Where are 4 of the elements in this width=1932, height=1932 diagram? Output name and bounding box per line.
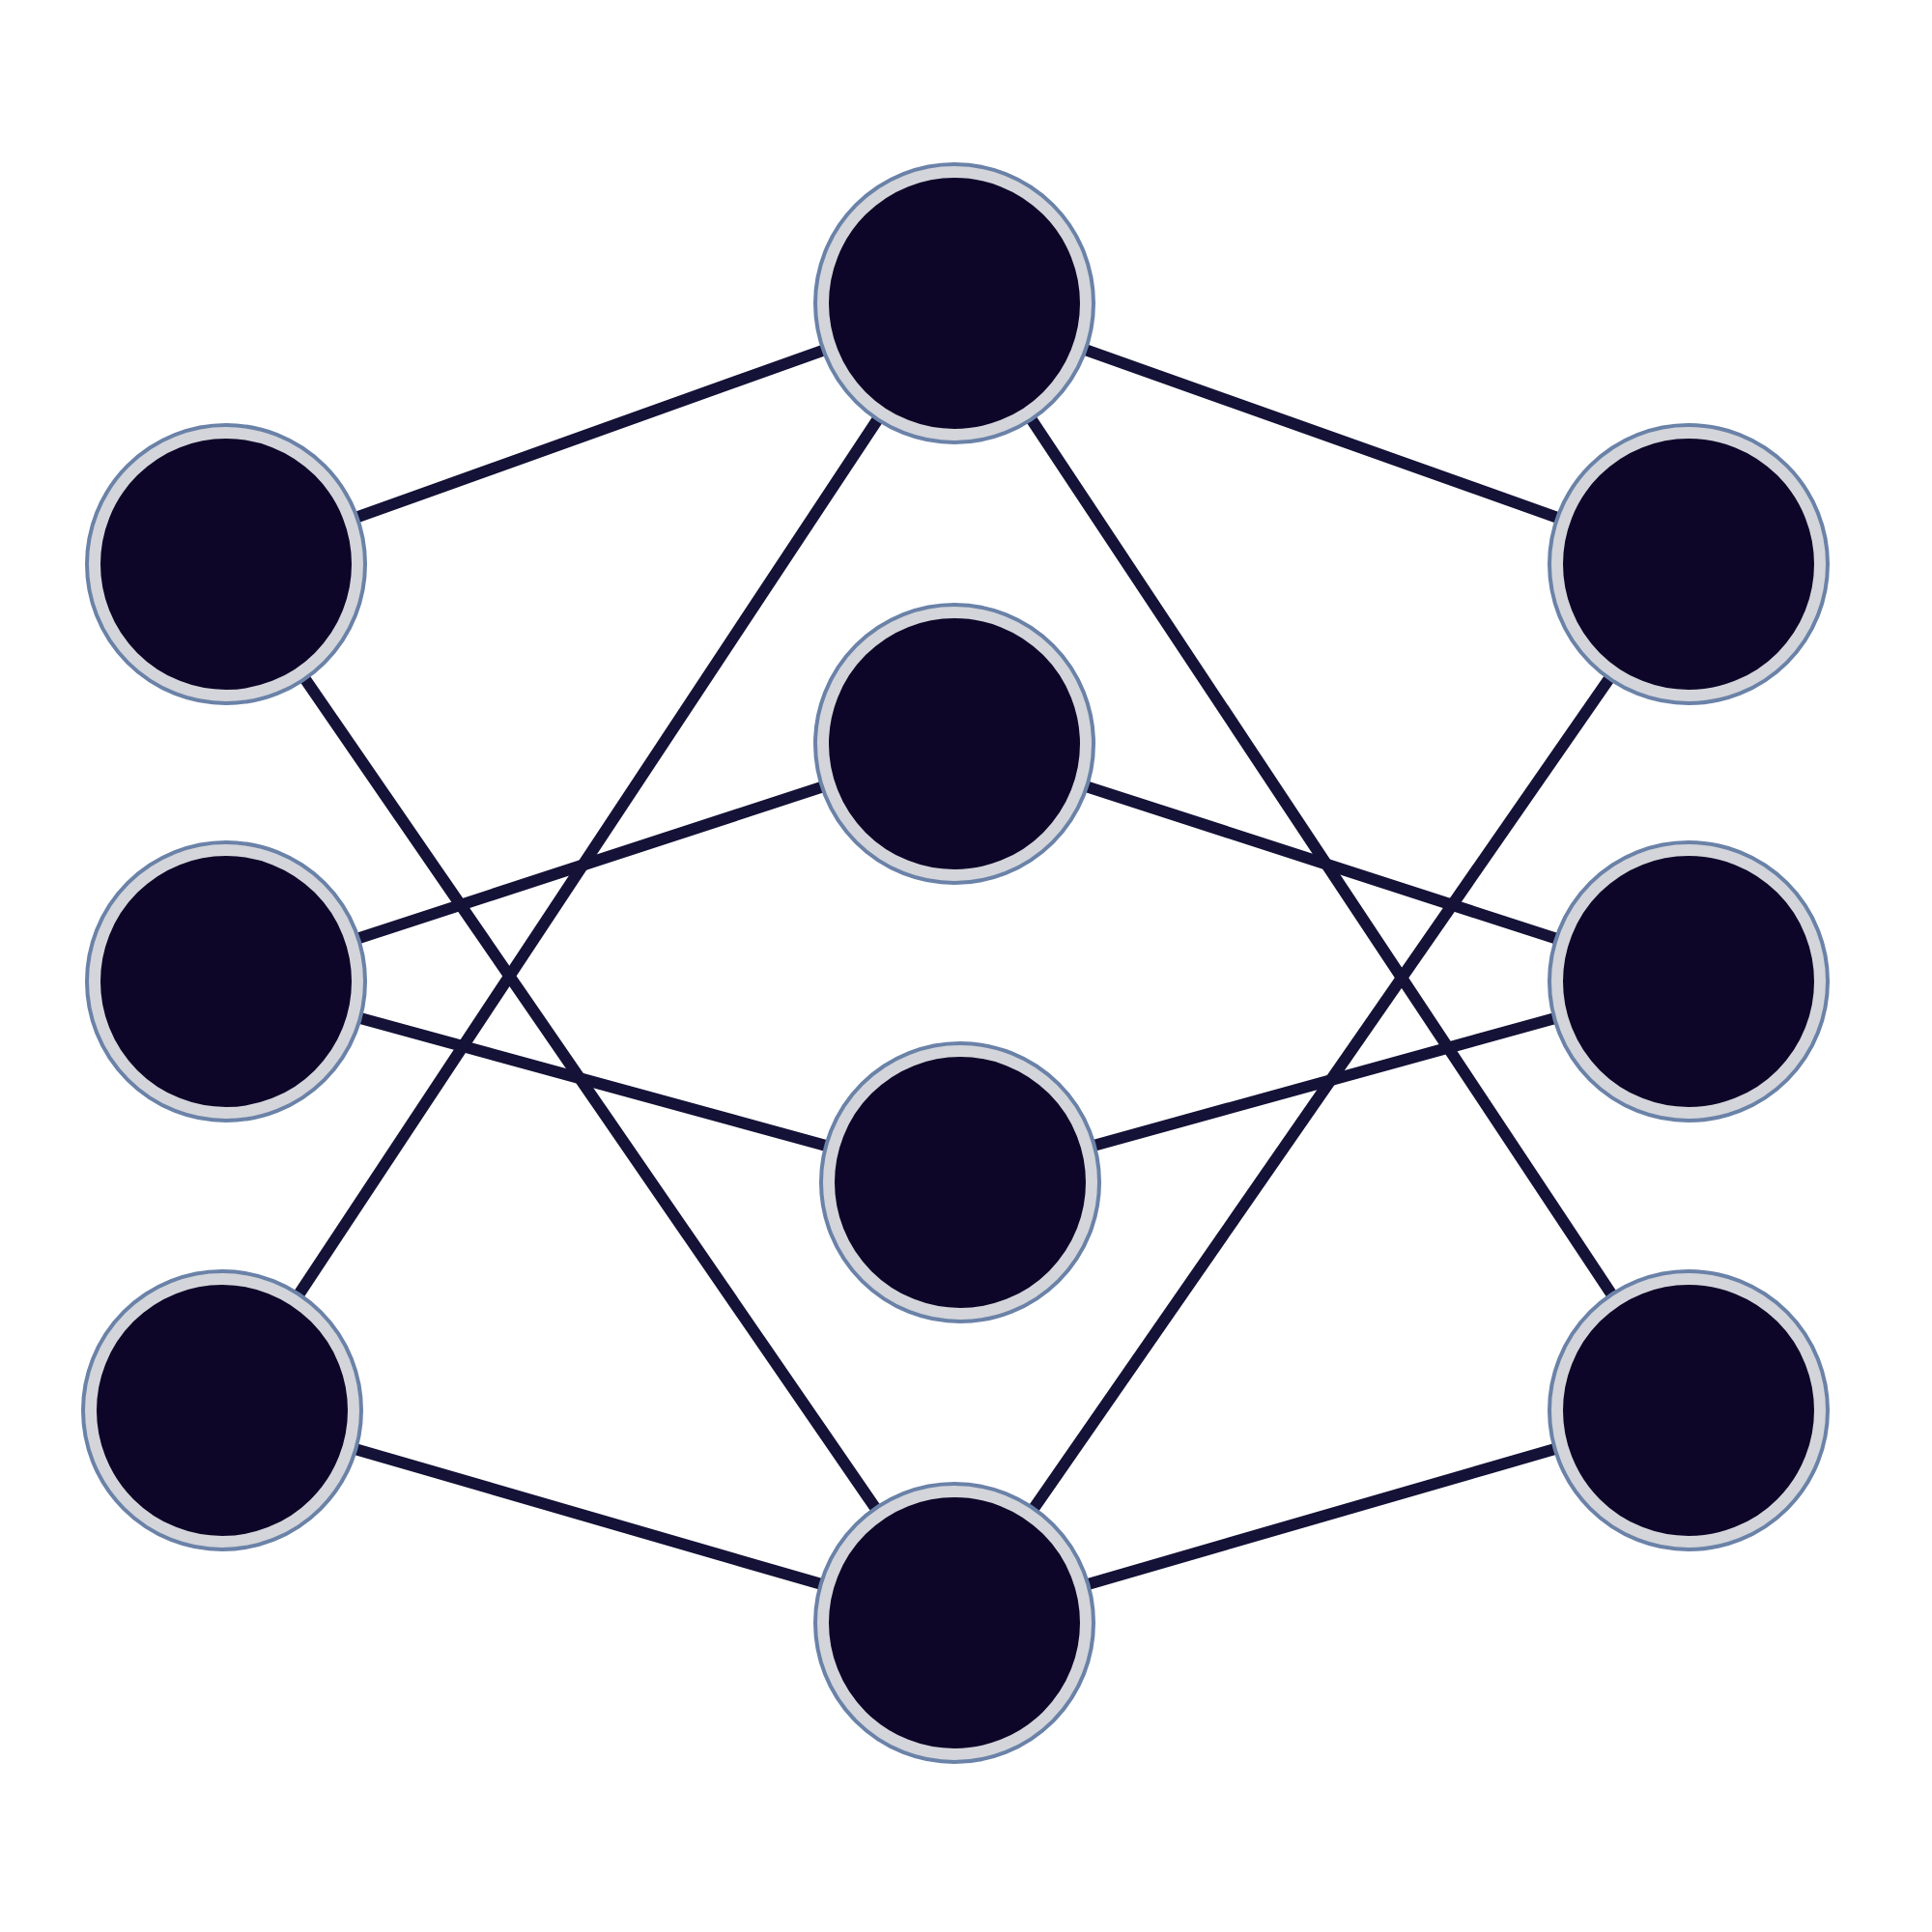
connector-line: [294, 415, 883, 1298]
connector-line: [1026, 415, 1617, 1298]
connector-line: [299, 675, 881, 1512]
connector-line: [1029, 674, 1614, 1513]
